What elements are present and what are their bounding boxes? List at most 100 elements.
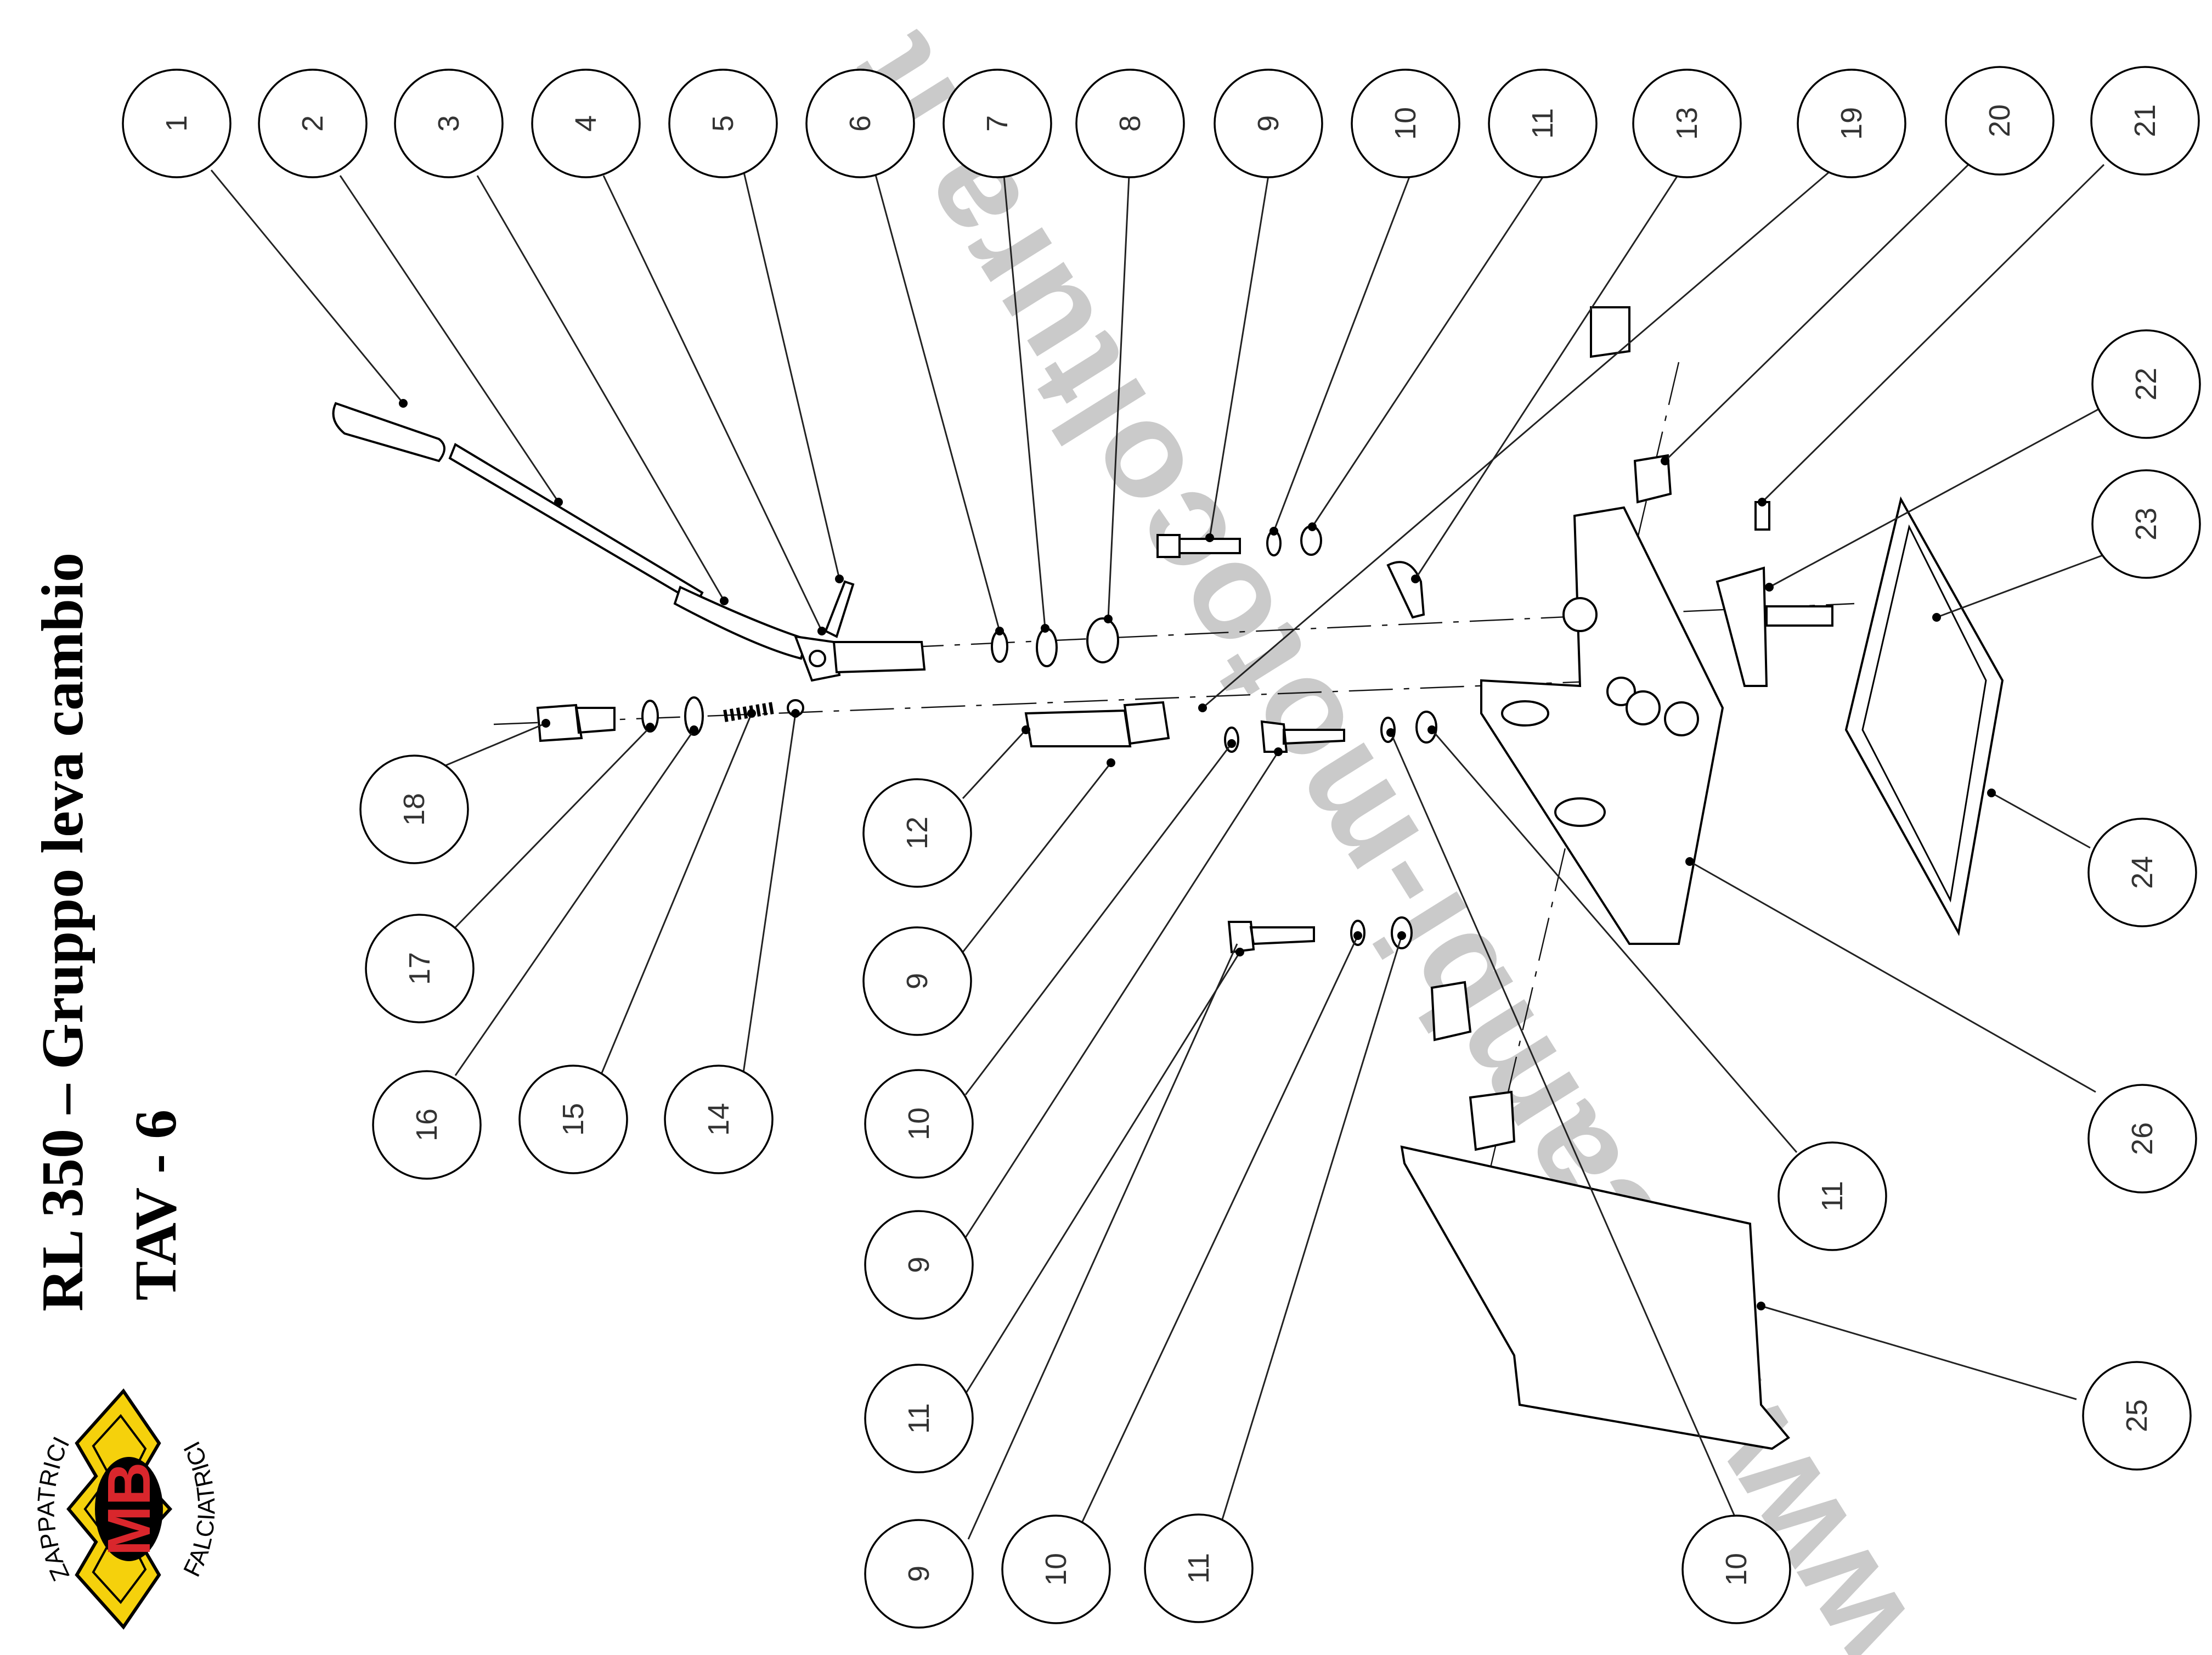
svg-text:26: 26 (2126, 1122, 2159, 1155)
callout-11-top: 11 (1488, 69, 1598, 178)
svg-text:21: 21 (2129, 104, 2162, 137)
svg-text:14: 14 (702, 1103, 735, 1136)
svg-text:17: 17 (403, 952, 436, 985)
part-22-shaft (1765, 605, 1833, 627)
callout-2: 2 (258, 69, 368, 178)
part-9-bolt-low (1227, 921, 1315, 954)
svg-text:4: 4 (569, 115, 602, 132)
logo-mark: MB (95, 1462, 163, 1556)
mb-logo: MB ZAPPATRICI FALCIATRICI (33, 1388, 220, 1630)
title-block: RL 350 – Gruppo leva cambio TAV - 6 (30, 553, 189, 1311)
svg-text:19: 19 (1835, 107, 1868, 140)
svg-text:8: 8 (1114, 115, 1147, 132)
svg-text:9: 9 (902, 1257, 935, 1273)
part-7-washer (1036, 628, 1058, 667)
callout-26: 26 (2087, 1084, 2197, 1194)
svg-text:13: 13 (1671, 107, 1703, 140)
callout-8: 8 (1075, 69, 1185, 178)
svg-text:3: 3 (432, 115, 465, 132)
logo-center-icon (95, 1457, 163, 1561)
logo-bottom-text: FALCIATRICI (178, 1437, 220, 1581)
svg-text:10: 10 (1040, 1553, 1073, 1586)
svg-text:12: 12 (901, 817, 934, 849)
svg-text:16: 16 (410, 1108, 443, 1141)
svg-text:9: 9 (902, 1566, 935, 1582)
part-6-ring (991, 630, 1008, 663)
part-8-bushing (1086, 617, 1119, 663)
svg-text:18: 18 (398, 793, 431, 826)
svg-text:20: 20 (1983, 104, 2016, 137)
svg-text:5: 5 (707, 115, 740, 132)
callouts: 1 2 3 4 5 6 7 8 9 10 11 13 19 20 21 22 2… (122, 66, 2201, 1629)
svg-text:10: 10 (1389, 107, 1422, 140)
part-22-selector (1716, 566, 1768, 687)
callout-9-lower: 9 (864, 1210, 974, 1320)
part-1-knob (332, 402, 445, 463)
callout-9-mid: 9 (862, 926, 972, 1036)
part-16-washer (684, 696, 704, 736)
part-4-screw (809, 650, 826, 667)
svg-text:11: 11 (1816, 1181, 1849, 1212)
svg-text:2: 2 (296, 115, 329, 132)
callout-3: 3 (394, 69, 504, 178)
callout-20: 20 (1945, 66, 2055, 176)
parts (332, 306, 2004, 1450)
callout-22: 22 (2091, 329, 2201, 439)
part-9-bolt-mid (1260, 720, 1345, 753)
svg-text:11: 11 (902, 1403, 935, 1434)
callout-10-bottom: 10 (1001, 1515, 1111, 1624)
svg-text:11: 11 (1182, 1553, 1215, 1584)
callout-15: 15 (518, 1065, 628, 1174)
svg-text:10: 10 (902, 1107, 935, 1140)
part-19-bushing-a (1590, 306, 1630, 358)
svg-text:15: 15 (557, 1103, 590, 1136)
svg-text:7: 7 (981, 115, 1014, 132)
svg-text:10: 10 (1720, 1553, 1753, 1586)
svg-text:9: 9 (901, 973, 934, 989)
svg-text:22: 22 (2130, 368, 2163, 401)
callout-1: 1 (122, 69, 232, 178)
part-15-spring (723, 702, 775, 722)
table-number: TAV - 6 (123, 1110, 189, 1301)
callout-7: 7 (943, 69, 1052, 178)
part-18-plug (536, 703, 616, 742)
callout-10-mid: 10 (864, 1069, 974, 1179)
callout-16: 16 (372, 1070, 482, 1180)
leader-lines (210, 164, 2110, 1540)
part-2-rod (448, 443, 704, 605)
callout-11-lower: 11 (864, 1364, 974, 1473)
callout-19: 19 (1797, 69, 1906, 178)
callout-9-top: 9 (1214, 69, 1323, 178)
svg-text:24: 24 (2126, 856, 2159, 889)
callout-25: 25 (2082, 1361, 2192, 1471)
callout-18: 18 (359, 755, 469, 864)
part-5-pin (824, 580, 855, 638)
part-13-spring-plate (1386, 561, 1425, 619)
svg-text:1: 1 (160, 115, 193, 132)
callout-17: 17 (365, 914, 475, 1023)
part-9-bolt-top (1156, 534, 1241, 558)
svg-text:6: 6 (844, 115, 877, 132)
callout-13: 13 (1632, 69, 1742, 178)
callout-21: 21 (2090, 66, 2200, 176)
svg-text:9: 9 (1252, 115, 1285, 132)
part-25-bracket (1400, 1145, 1790, 1450)
callout-14: 14 (664, 1065, 774, 1174)
part-26-housing (1480, 506, 1724, 945)
callout-4: 4 (531, 69, 641, 178)
svg-text:25: 25 (2120, 1399, 2153, 1432)
callout-5: 5 (668, 69, 778, 178)
callout-10-bottom-right: 10 (1681, 1515, 1791, 1624)
callout-11-right: 11 (1778, 1141, 1887, 1251)
part-3-lever (673, 586, 808, 660)
leader-dots (399, 399, 1996, 1310)
drawing-title: RL 350 – Gruppo leva cambio (30, 553, 95, 1311)
lever-shaft (832, 641, 926, 674)
svg-text:23: 23 (2130, 508, 2163, 541)
part-12-sleeve (1024, 709, 1132, 747)
callout-23: 23 (2091, 469, 2201, 579)
watermark: www.ricambi-motocoltura.it (810, 9, 1939, 1655)
callout-9-bottom: 9 (864, 1519, 974, 1629)
callout-10-top: 10 (1351, 69, 1460, 178)
